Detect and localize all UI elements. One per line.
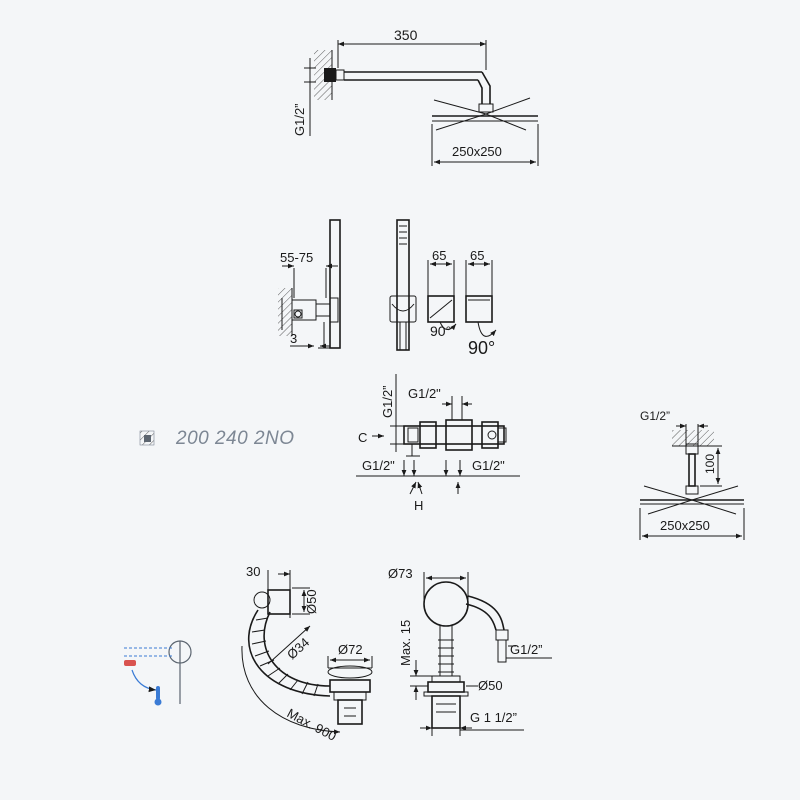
arm-thread-label: G1/2” — [292, 103, 307, 136]
hand-shower-side-view: 55-75 3 — [278, 219, 341, 349]
fill-outlet-label: G 1 1/2” — [470, 710, 517, 725]
wall-hatch — [278, 288, 292, 336]
waste-30-label: 30 — [246, 564, 260, 579]
mixer-vert-thread-label: G1/2” — [380, 385, 395, 418]
hand-shower-front-view — [389, 219, 417, 351]
wall-hatch — [314, 50, 332, 100]
waste-max900-label: Max. 900 — [285, 705, 339, 743]
head-size-top-label: 250x250 — [452, 144, 502, 159]
rotation-blocks-view: 65 65 90° 90° — [427, 248, 497, 358]
angle-a-label: 90° — [430, 323, 451, 339]
holder-gap-label: 3 — [290, 331, 297, 346]
mixer-top-thread-label: G1/2" — [408, 386, 441, 401]
fill-d50-label: Ø50 — [478, 678, 503, 693]
bath-waste-view: 30 Ø50 Ø34 Ø72 Max. 900 — [241, 564, 373, 744]
flush-mount-icon — [139, 430, 155, 446]
width-b-label: 65 — [470, 248, 484, 263]
concealed-mixer-view: G1/2" G1/2” C G1/2" G1/2" H — [356, 374, 520, 513]
holder-depth-label: 55-75 — [280, 250, 313, 265]
ceiling-thread-label: G1/2” — [640, 409, 670, 423]
mixer-left-thread-label: G1/2" — [362, 458, 395, 473]
fill-thread-label: G1/2” — [510, 642, 543, 657]
fill-max15-label: Max. 15 — [398, 620, 413, 666]
arm-length-label: 350 — [394, 27, 418, 43]
product-code: 200 240 2NO — [176, 428, 295, 449]
wall-shower-arm-view: 350 G1/2” 250x250 — [292, 27, 539, 166]
waste-d34-label: Ø34 — [284, 635, 312, 663]
thermostatic-mixer-icon — [124, 640, 192, 706]
width-a-label: 65 — [432, 248, 446, 263]
waste-d72-label: Ø72 — [338, 642, 363, 657]
ceiling-drop-label: 100 — [703, 454, 717, 474]
angle-b-label: 90° — [468, 338, 495, 358]
waste-d50-label: Ø50 — [304, 589, 319, 614]
mixer-right-thread-label: G1/2" — [472, 458, 505, 473]
mixer-c-label: C — [358, 430, 367, 445]
head-size-ceiling-label: 250x250 — [660, 518, 710, 533]
arm-flange — [324, 68, 336, 82]
bath-filler-view: Ø73 Max. 15 G1/2” Ø50 G 1 1/2” — [388, 566, 552, 736]
mixer-h-label: H — [414, 498, 423, 513]
fill-d73-label: Ø73 — [388, 566, 413, 581]
ceiling-shower-view: G1/2” 100 250x250 — [639, 409, 745, 540]
ceiling-hatch — [672, 430, 714, 446]
